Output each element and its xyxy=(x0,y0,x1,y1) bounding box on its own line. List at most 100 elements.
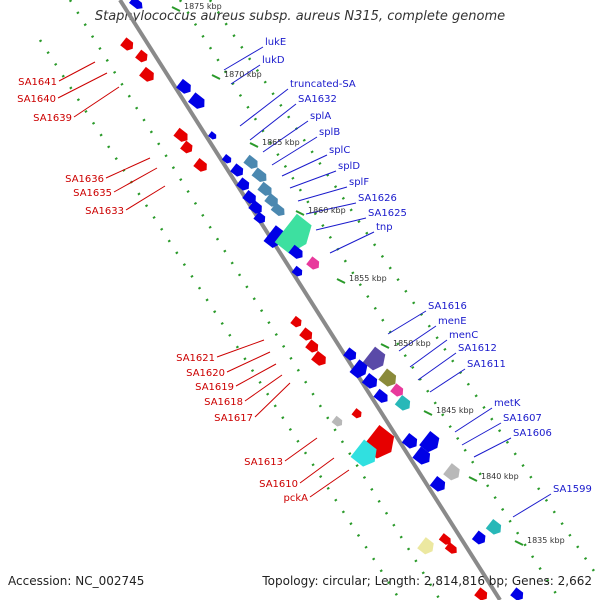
feature-13 xyxy=(251,167,267,182)
feature-14 xyxy=(242,190,256,204)
right-leader-7 xyxy=(289,170,337,189)
feature-44 xyxy=(443,463,460,481)
left-label-3: SA1636 xyxy=(65,174,104,185)
kbp-tick-mark-3 xyxy=(295,210,305,216)
left-leader-9 xyxy=(244,374,283,402)
feature-8 xyxy=(208,131,217,140)
kbp-tick-mark-8 xyxy=(514,540,524,546)
right-leader-0 xyxy=(223,46,264,71)
left-leader-7 xyxy=(226,351,271,373)
kbp-tick-label-5: 1850 kbp xyxy=(393,339,431,348)
right-leader-2 xyxy=(239,88,289,127)
feature-11 xyxy=(243,154,258,169)
kbp-tick-label-0: 1875 kbp xyxy=(184,2,222,11)
right-leader-3 xyxy=(249,103,297,141)
kbp-tick-mark-4 xyxy=(336,278,346,284)
left-leader-2 xyxy=(73,86,120,118)
feature-4 xyxy=(188,92,205,109)
feature-33 xyxy=(378,368,397,387)
feature-31 xyxy=(349,359,368,379)
genome-backbone-line xyxy=(118,0,502,600)
right-label-2: truncated-SA xyxy=(290,79,356,90)
right-leader-14 xyxy=(409,339,448,368)
accession-label: Accession: NC_002745 xyxy=(8,574,145,588)
left-leader-10 xyxy=(254,382,291,418)
features-layer xyxy=(120,0,524,600)
feature-29 xyxy=(343,347,357,361)
feature-45 xyxy=(429,475,446,492)
right-leader-4 xyxy=(262,120,309,153)
feature-5 xyxy=(173,127,188,142)
feature-0 xyxy=(120,37,134,51)
feature-9 xyxy=(221,153,232,164)
kbp-tick-mark-2 xyxy=(249,142,259,148)
feature-46 xyxy=(485,518,502,535)
right-label-3: SA1632 xyxy=(298,94,337,105)
feature-12 xyxy=(236,177,250,191)
tick-track-0 xyxy=(68,0,442,600)
kbp-tick-label-3: 1860 kbp xyxy=(308,206,346,215)
right-leader-17 xyxy=(454,407,493,433)
feature-24 xyxy=(291,265,303,277)
right-label-18: SA1607 xyxy=(503,413,542,424)
tick-track-3 xyxy=(208,0,600,581)
kbp-tick-mark-0 xyxy=(171,6,181,12)
right-leader-8 xyxy=(297,186,348,202)
feature-25 xyxy=(290,315,302,328)
kbp-tick-label-7: 1840 kbp xyxy=(481,472,519,481)
left-leader-8 xyxy=(235,363,277,387)
right-label-10: SA1625 xyxy=(368,208,407,219)
feature-17 xyxy=(264,193,278,207)
left-label-1: SA1640 xyxy=(17,94,56,105)
right-label-4: splA xyxy=(310,111,331,122)
right-leader-15 xyxy=(417,352,457,381)
feature-43 xyxy=(412,446,431,465)
left-leader-13 xyxy=(309,469,350,498)
tick-track-1 xyxy=(38,39,402,600)
kbp-tick-label-2: 1865 kbp xyxy=(262,138,300,147)
feature-23 xyxy=(306,256,320,270)
feature-2 xyxy=(139,66,154,82)
right-leader-10 xyxy=(315,217,367,231)
kbp-tick-label-6: 1845 kbp xyxy=(436,406,474,415)
feature-7 xyxy=(193,158,207,172)
map-title: Staphylococcus aureus subsp. aureus N315… xyxy=(94,9,506,24)
right-label-15: SA1612 xyxy=(458,343,497,354)
right-label-11: tnp xyxy=(376,222,393,233)
feature-16 xyxy=(248,200,262,214)
right-leader-19 xyxy=(473,437,512,458)
right-label-13: menE xyxy=(438,316,467,327)
left-label-2: SA1639 xyxy=(33,113,72,124)
left-label-5: SA1633 xyxy=(85,206,124,217)
left-leader-3 xyxy=(105,157,151,179)
feature-1 xyxy=(135,49,148,63)
tick-track-2 xyxy=(178,0,562,600)
left-leader-0 xyxy=(58,61,96,82)
left-label-8: SA1619 xyxy=(195,382,234,393)
right-label-8: splF xyxy=(349,177,369,188)
right-leader-9 xyxy=(305,202,357,215)
left-label-9: SA1618 xyxy=(204,397,243,408)
left-label-12: SA1610 xyxy=(259,479,298,490)
right-leader-5 xyxy=(271,136,318,166)
right-leader-12 xyxy=(387,310,427,335)
feature-22 xyxy=(288,244,303,259)
left-leader-5 xyxy=(125,185,166,211)
kbp-tick-label-4: 1855 kbp xyxy=(349,274,387,283)
left-label-7: SA1620 xyxy=(186,368,225,379)
left-label-10: SA1617 xyxy=(214,413,253,424)
left-label-4: SA1635 xyxy=(73,188,112,199)
right-leader-16 xyxy=(429,368,466,393)
left-leader-11 xyxy=(284,437,318,462)
feature-48 xyxy=(417,537,434,555)
genome-backbone xyxy=(118,0,502,600)
feature-49 xyxy=(438,533,451,545)
topology-stats-label: Topology: circular; Length: 2,814,816 bp… xyxy=(262,574,592,588)
right-label-17: metK xyxy=(494,398,521,409)
left-leader-4 xyxy=(113,167,158,193)
feature-28 xyxy=(311,350,326,366)
right-leader-18 xyxy=(461,422,502,446)
left-label-11: SA1613 xyxy=(244,457,283,468)
left-label-0: SA1641 xyxy=(18,77,57,88)
